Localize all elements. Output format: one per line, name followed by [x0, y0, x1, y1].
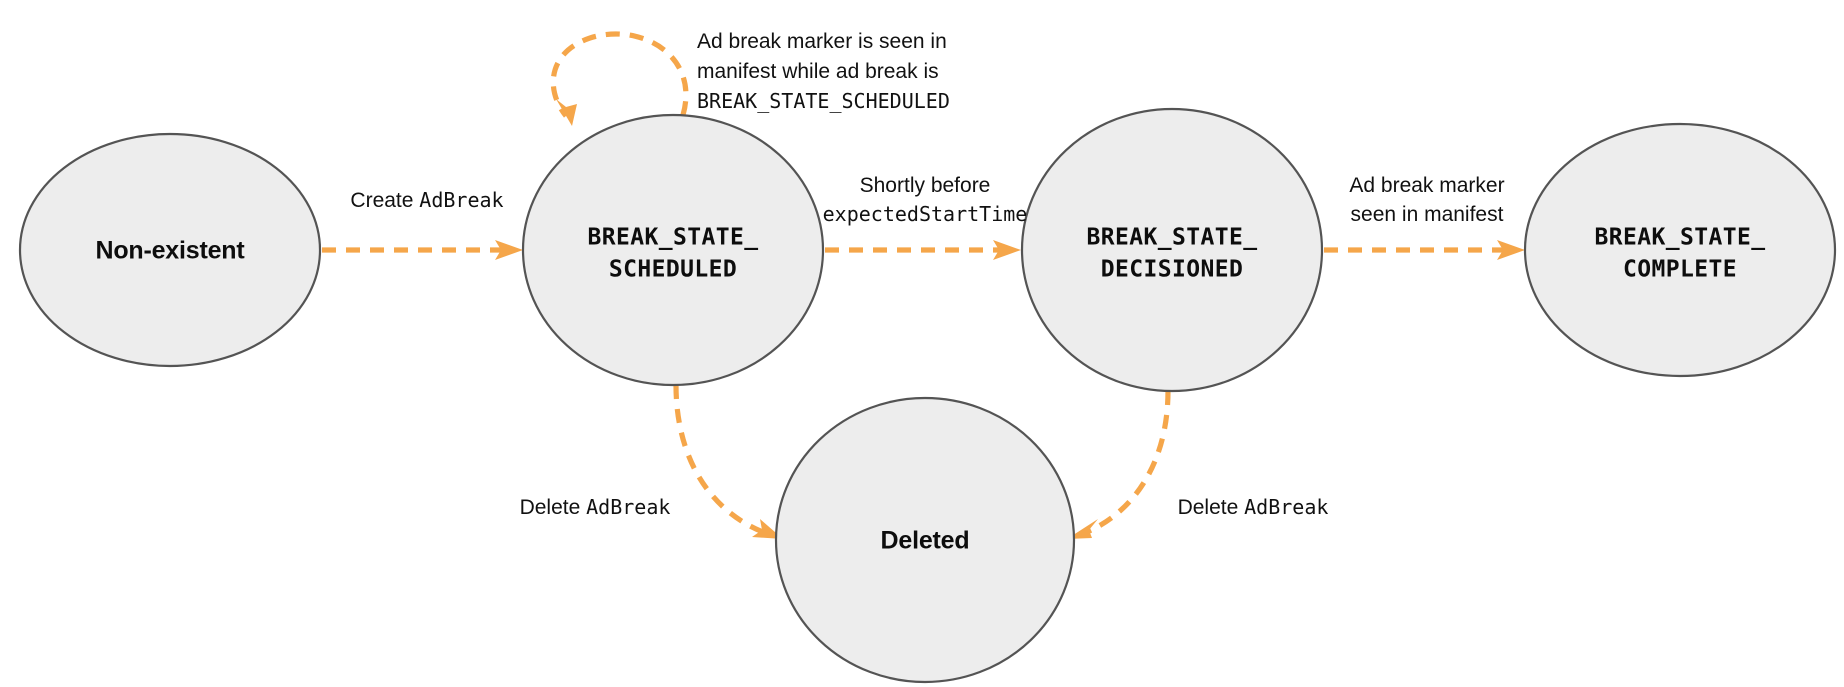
edge-label-decisioned-to-complete-line1: Ad break marker [1349, 174, 1504, 197]
edge-scheduled-self-loop-line [550, 31, 689, 118]
state-node-break-state-complete-label-line2: COMPLETE [1623, 257, 1737, 283]
edge-label-scheduled-to-deleted: Delete AdBreak [520, 495, 671, 519]
edge-label-scheduled-to-decisioned-line1: Shortly before [860, 174, 991, 197]
edge-label-scheduled-self-loop-line2: manifest while ad break is [697, 60, 939, 83]
edge-label-decisioned-to-deleted: Delete AdBreak [1178, 495, 1329, 519]
state-node-deleted[interactable]: Deleted [774, 396, 1076, 684]
edge-label-decisioned-to-complete-line2: seen in manifest [1351, 203, 1504, 226]
edge-decisioned-to-complete-arrowhead [1497, 240, 1525, 260]
state-node-break-state-complete[interactable]: BREAK_STATE_ COMPLETE [1523, 122, 1837, 378]
state-node-break-state-decisioned-shape [1020, 107, 1324, 393]
state-node-deleted-shape [774, 396, 1076, 684]
edge-label-decisioned-to-deleted-run-0: Delete [1178, 496, 1245, 519]
edge-label-create-adbreak: Create AdBreak [350, 188, 503, 212]
state-node-break-state-complete-label-line1: BREAK_STATE_ [1595, 225, 1766, 251]
state-node-break-state-scheduled[interactable]: BREAK_STATE_ SCHEDULED [521, 113, 825, 387]
edge-label-scheduled-to-deleted-run-1: AdBreak [586, 495, 670, 519]
edge-label-scheduled-to-decisioned: Shortly before expectedStartTime [823, 174, 1028, 226]
state-node-non-existent-shape [18, 132, 322, 368]
state-node-break-state-decisioned-label-line2: DECISIONED [1101, 257, 1243, 283]
edge-label-decisioned-to-complete: Ad break marker seen in manifest [1349, 174, 1504, 226]
edge-scheduled-to-deleted[interactable] [673, 384, 783, 539]
edge-label-scheduled-self-loop-line3: BREAK_STATE_SCHEDULED [697, 89, 950, 113]
edge-scheduled-to-deleted-line [673, 384, 769, 537]
edge-label-create-adbreak-run-0: Create [350, 189, 419, 212]
edge-scheduled-self-loop-arrowhead [556, 99, 577, 126]
edge-decisioned-to-deleted[interactable] [1067, 390, 1171, 539]
state-node-break-state-decisioned[interactable]: BREAK_STATE_ DECISIONED [1020, 107, 1324, 393]
state-node-break-state-scheduled-label-line2: SCHEDULED [609, 257, 737, 283]
state-node-deleted-label: Deleted [881, 527, 970, 555]
edge-decisioned-to-complete[interactable] [1324, 240, 1525, 260]
state-node-break-state-scheduled-label-line1: BREAK_STATE_ [588, 225, 759, 251]
edge-create-adbreak[interactable] [322, 240, 523, 260]
edge-label-scheduled-self-loop-line1: Ad break marker is seen in [697, 30, 947, 53]
edge-scheduled-to-decisioned-arrowhead [993, 240, 1021, 260]
state-node-break-state-complete-shape [1523, 122, 1837, 378]
edge-label-scheduled-to-deleted-run-0: Delete [520, 496, 587, 519]
edge-scheduled-to-decisioned[interactable] [825, 240, 1021, 260]
edge-label-decisioned-to-deleted-run-1: AdBreak [1244, 495, 1328, 519]
edge-scheduled-self-loop[interactable] [550, 31, 689, 126]
edge-label-scheduled-self-loop: Ad break marker is seen in manifest whil… [697, 30, 950, 113]
edge-decisioned-to-deleted-line [1081, 390, 1171, 537]
edge-label-scheduled-to-decisioned-line2: expectedStartTime [823, 202, 1028, 226]
edge-label-create-adbreak-run-1: AdBreak [419, 188, 503, 212]
edge-create-adbreak-arrowhead [495, 240, 523, 260]
state-node-break-state-decisioned-label-line1: BREAK_STATE_ [1087, 225, 1258, 251]
state-node-break-state-scheduled-shape [521, 113, 825, 387]
state-node-non-existent[interactable]: Non-existent [18, 132, 322, 368]
state-node-non-existent-label: Non-existent [95, 237, 245, 265]
